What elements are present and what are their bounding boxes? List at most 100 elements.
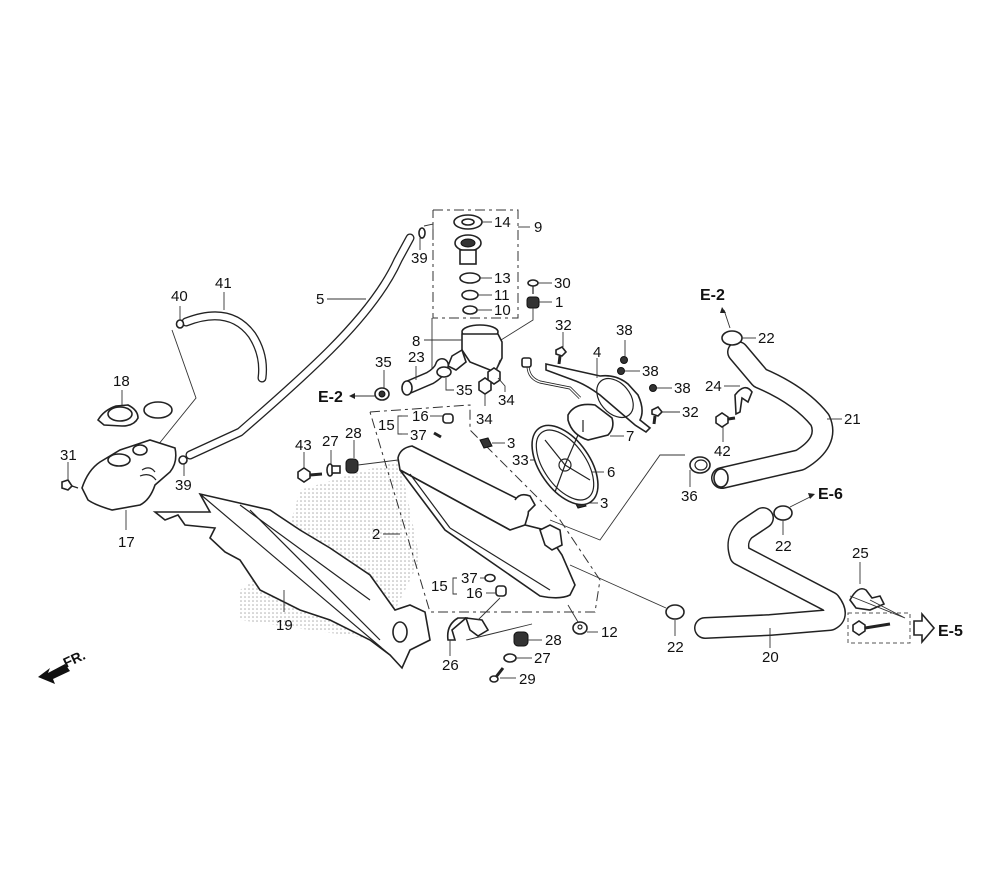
callout-38b: 38 (642, 363, 659, 380)
callout-41: 41 (215, 275, 232, 292)
callout-35b: 35 (456, 382, 473, 399)
callout-20: 20 (762, 649, 779, 666)
part-43-bolt[interactable] (297, 452, 323, 483)
callout-40: 40 (171, 288, 188, 305)
part-34-nut-2[interactable] (478, 377, 492, 406)
part-22-clamp-top[interactable] (720, 307, 756, 346)
callout-35a: 35 (375, 354, 392, 371)
callout-22b: 22 (775, 538, 792, 555)
ref-e5[interactable]: E-5 (938, 623, 963, 640)
part-3-clip-upper[interactable] (479, 437, 505, 449)
callout-22a: 22 (758, 330, 775, 347)
part-40-clip[interactable] (157, 306, 197, 446)
part-20-water-hose[interactable] (694, 507, 846, 648)
callout-32b: 32 (682, 404, 699, 421)
part-27-collar-upper[interactable] (326, 450, 341, 477)
part-34-nut[interactable] (487, 359, 506, 392)
part-23-hose[interactable] (401, 358, 449, 396)
part-28-grommet-lower[interactable] (513, 631, 542, 647)
front-direction-indicator: FR. (38, 647, 88, 684)
part-1-collar[interactable] (484, 296, 552, 351)
front-arrow-icon (38, 664, 70, 684)
part-6-cooling-fan[interactable] (519, 414, 612, 516)
part-42-bolt[interactable] (715, 412, 736, 442)
callout-1: 1 (555, 294, 563, 311)
callout-38c: 38 (674, 380, 691, 397)
part-26-stay[interactable] (446, 597, 533, 656)
callout-12: 12 (601, 624, 618, 641)
part-41-overflow-hose[interactable] (181, 292, 267, 383)
part-22-clamp-bottom[interactable] (569, 564, 685, 636)
callout-23: 23 (408, 349, 425, 366)
callout-26: 26 (442, 657, 459, 674)
part-39-clip-bottom[interactable] (178, 455, 188, 476)
callout-30: 30 (554, 275, 571, 292)
ref-e6[interactable]: E-6 (818, 486, 843, 503)
part-30-screw[interactable] (527, 279, 552, 294)
callout-9: 9 (534, 219, 542, 236)
part-24-stay[interactable] (724, 385, 753, 416)
part-38-screw-c[interactable] (649, 384, 673, 392)
callout-18: 18 (113, 373, 130, 390)
part-28-grommet-upper[interactable] (345, 440, 399, 474)
part-36-clamp[interactable] (549, 454, 711, 541)
part-12-grommet[interactable] (567, 604, 598, 635)
callout-2: 2 (372, 526, 380, 543)
callout-5: 5 (316, 291, 324, 308)
part-35-clip-left[interactable] (349, 370, 390, 401)
callout-15b: 15 (431, 578, 448, 595)
part-37-oring-upper[interactable] (433, 431, 442, 439)
callout-22c: 22 (667, 639, 684, 656)
part-19-shroud[interactable] (152, 492, 431, 670)
front-label: FR. (61, 647, 88, 671)
callout-43: 43 (295, 437, 312, 454)
part-25-stay[interactable] (849, 562, 906, 619)
part-32-bolt-lower[interactable] (651, 405, 680, 425)
ref-e2-top-right[interactable]: E-2 (700, 287, 725, 304)
callout-28a: 28 (345, 425, 362, 442)
part-39-clip-top[interactable] (418, 223, 434, 250)
part-22-clamp-mid[interactable] (773, 493, 815, 535)
part-38-screw-b[interactable] (617, 367, 641, 375)
part-10-oring[interactable] (462, 305, 492, 315)
part-5-siphon-hose[interactable] (185, 233, 415, 460)
part-21-water-hose[interactable] (711, 341, 842, 489)
radiator-cap[interactable] (454, 234, 482, 265)
part-35-clip-right[interactable] (436, 366, 454, 391)
part-32-bolt-upper[interactable] (555, 332, 568, 365)
part-14-washer[interactable] (453, 214, 492, 230)
callout-13: 13 (494, 270, 511, 287)
part-13-oring[interactable] (459, 272, 492, 284)
part-4-fan-shroud[interactable] (545, 358, 652, 434)
part-27-collar-lower[interactable] (503, 653, 532, 663)
callout-36: 36 (681, 488, 698, 505)
callout-16a: 16 (412, 408, 429, 425)
callout-33: 33 (512, 452, 529, 469)
callout-14: 14 (494, 214, 511, 231)
callout-42: 42 (714, 443, 731, 460)
callout-37b: 37 (461, 570, 478, 587)
part-16-plug-upper[interactable] (430, 413, 454, 424)
part-16-plug-lower[interactable] (486, 585, 507, 597)
cap-assembly-box (432, 209, 530, 319)
part-37-oring-lower[interactable] (480, 573, 496, 583)
bolt[interactable] (852, 620, 891, 636)
callout-4: 4 (593, 344, 601, 361)
part-31-bolt[interactable] (61, 462, 79, 491)
callout-24: 24 (705, 378, 722, 395)
callout-39b: 39 (175, 477, 192, 494)
part-2-radiator[interactable] (397, 445, 576, 599)
part-7-fan-motor[interactable] (567, 403, 624, 441)
ref-e2-left[interactable]: E-2 (318, 389, 343, 406)
part-38-screw-a[interactable] (620, 340, 628, 364)
callout-37a: 37 (410, 427, 427, 444)
part-29-screw[interactable] (489, 667, 516, 683)
e5-arrow-icon (913, 611, 936, 645)
radiator-group-box (369, 404, 601, 613)
callout-7: 7 (626, 428, 634, 445)
part-18-tank-cap[interactable] (96, 390, 173, 427)
part-11-oring[interactable] (461, 289, 492, 301)
part-17-reserve-tank[interactable] (81, 439, 177, 530)
callout-31: 31 (60, 447, 77, 464)
callout-17: 17 (118, 534, 135, 551)
